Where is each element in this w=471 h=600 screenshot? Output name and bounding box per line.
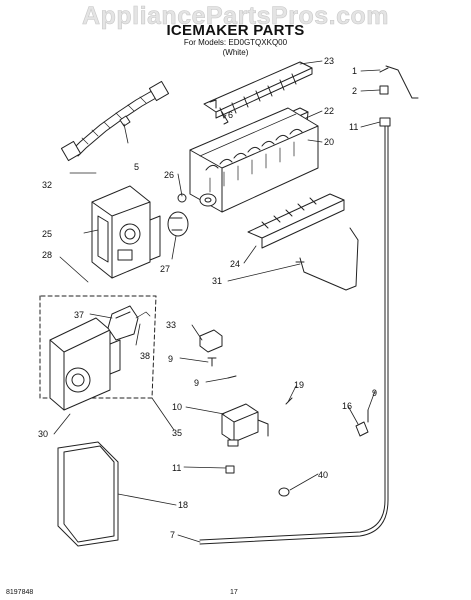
callout-labels: 23 1 2 11 6 22 20 32 5 26 27 25 28 24 31… — [38, 56, 377, 540]
watermark: AppliancePartsPros.com — [82, 2, 389, 31]
callout-38: 38 — [140, 351, 150, 361]
callout-23: 23 — [324, 56, 334, 66]
bracket-drawing — [247, 193, 345, 249]
callout-11-bottom: 11 — [172, 463, 181, 473]
callout-6: 6 — [228, 110, 233, 120]
fill-tube-drawing — [199, 65, 419, 545]
callout-35: 35 — [172, 428, 182, 438]
callout-32: 32 — [42, 180, 52, 190]
callout-22: 22 — [324, 106, 334, 116]
callout-37: 37 — [74, 310, 84, 320]
leader-lines — [53, 60, 381, 543]
callout-1: 1 — [352, 66, 357, 76]
callout-18: 18 — [178, 500, 188, 510]
callout-24: 24 — [230, 259, 240, 269]
callout-20: 20 — [324, 137, 334, 147]
models-line: For Models: ED0GTQXKQ00 — [183, 38, 288, 47]
color-line: (White) — [222, 48, 249, 57]
diagram-code: 8197848 — [6, 589, 34, 596]
thermostat-drawing — [167, 111, 229, 237]
callout-16: 16 — [342, 401, 352, 411]
callout-19: 19 — [294, 380, 304, 390]
callout-33: 33 — [166, 320, 176, 330]
page-number: 17 — [230, 589, 238, 596]
module-housing-drawing — [91, 185, 161, 279]
ice-bucket-drawing — [57, 441, 119, 547]
callout-25: 25 — [42, 229, 52, 239]
callout-2: 2 — [352, 86, 357, 96]
callout-40: 40 — [318, 470, 328, 480]
diagram-title: ICEMAKER PARTS — [166, 22, 305, 39]
callout-7: 7 — [170, 530, 175, 540]
callout-11-top: 11 — [349, 122, 358, 132]
callout-31: 31 — [212, 276, 222, 286]
callout-26: 26 — [164, 170, 174, 180]
callout-9-a: 9 — [168, 354, 173, 364]
motor-drawing — [49, 305, 151, 411]
callout-9-b: 9 — [194, 378, 199, 388]
callout-5: 5 — [134, 162, 139, 172]
callout-10: 10 — [172, 402, 182, 412]
callout-27: 27 — [160, 264, 170, 274]
shutoff-arm-drawing — [295, 227, 359, 291]
small-parts-drawing — [199, 329, 369, 497]
water-valve-drawing — [221, 403, 269, 474]
callout-28: 28 — [42, 250, 52, 260]
ejector-drawing — [203, 61, 313, 119]
callout-9-c: 9 — [372, 388, 377, 398]
wire-harness-drawing — [60, 80, 170, 162]
callout-30: 30 — [38, 429, 48, 439]
mold-drawing — [189, 107, 319, 213]
